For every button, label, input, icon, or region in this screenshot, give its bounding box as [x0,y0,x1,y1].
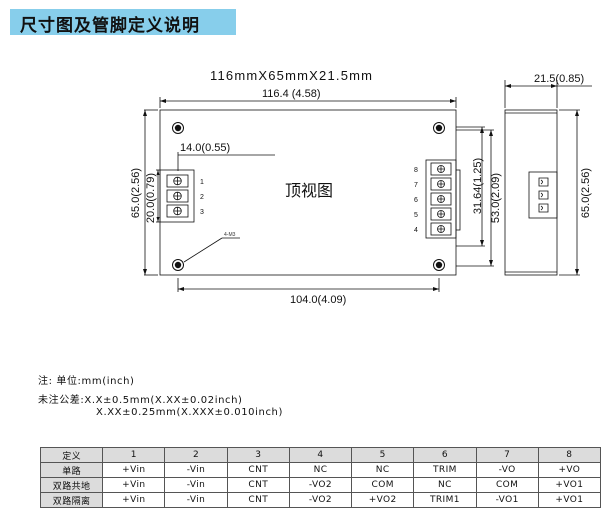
tolerance-note: 未注公差:X.X±0.5mm(X.XX±0.02inch) [38,395,243,406]
table-cell: +Vin [102,492,166,508]
table-header-cell: 5 [351,447,415,463]
hole-spacing-v-dimension: 53.0(2.09) [490,173,502,223]
table-cell: -Vin [164,492,228,508]
table-cell: -Vin [164,477,228,493]
hole-callout: 4-M3 [224,232,236,238]
table-cell: +VO [537,462,602,478]
section-title: 尺寸图及管脚定义说明 [20,16,200,36]
length-dimension: 116.4 (4.58) [262,88,321,100]
overall-size-label: 116mmX65mmX21.5mm [210,68,373,83]
table-cell: -VO1 [475,492,539,508]
pin-label: 1 [200,179,204,186]
table-cell: +Vin [102,477,166,493]
pin-label: 2 [200,194,204,201]
pin-label: 4 [414,227,418,234]
table-cell: CNT [226,492,290,508]
table-header-row: 定义 1 2 3 4 5 6 7 8 [39,447,602,463]
table-cell: +VO1 [537,477,602,493]
table-cell: -VO2 [288,477,353,493]
table-cell: +VO2 [351,492,415,508]
table-header-cell: 定义 [39,447,104,463]
table-cell: NC [351,462,415,478]
table-row: 双路共地 +Vin -Vin CNT -VO2 COM NC COM +VO1 [39,477,602,493]
row-header-cell: 单路 [39,462,104,478]
section-header: 尺寸图及管脚定义说明 [10,9,236,36]
table-row: 双路隔离 +Vin -Vin CNT -VO2 +VO2 TRIM1 -VO1 … [39,492,602,508]
row-header-cell: 双路隔离 [39,492,104,508]
table-header-cell: 8 [537,447,602,463]
table-header-cell: 2 [164,447,228,463]
table-cell: COM [475,477,539,493]
table-header-cell: 4 [288,447,353,463]
pin-label: 5 [414,212,418,219]
table-cell: -VO2 [288,492,353,508]
side-view-outline [504,109,558,276]
table-cell: NC [288,462,353,478]
left-terminal-block [159,169,195,223]
row-header-cell: 双路共地 [39,477,104,493]
pin-label: 7 [414,182,418,189]
table-row: 单路 +Vin -Vin CNT NC NC TRIM -VO +VO [39,462,602,478]
tolerance-note-2: X.XX±0.25mm(X.XXX±0.010inch) [96,407,283,418]
mounting-holes [172,122,445,271]
terminal-width-dimension: 14.0(0.55) [180,142,230,154]
terminal-block-dimension: 31.64(1.25) [472,158,484,214]
pin-label: 8 [414,167,418,174]
table-cell: -VO [475,462,539,478]
table-cell: CNT [226,477,290,493]
table-header-cell: 7 [475,447,539,463]
table-cell: -Vin [164,462,228,478]
height-side-dimension: 65.0(2.56) [580,168,592,218]
table-cell: TRIM [413,462,477,478]
unit-note: 注: 单位:mm(inch) [38,376,135,387]
table-cell: COM [351,477,415,493]
table-cell: NC [413,477,477,493]
height-left-dimension: 65.0(2.56) [130,168,142,218]
table-cell: CNT [226,462,290,478]
table-cell: TRIM1 [413,492,477,508]
pin-label: 3 [200,209,204,216]
table-header-cell: 1 [102,447,166,463]
top-view-label: 顶视图 [285,181,333,200]
table-cell: +Vin [102,462,166,478]
pin-label: 6 [414,197,418,204]
table-cell: +VO1 [537,492,602,508]
pin-definition-table: 定义 1 2 3 4 5 6 7 8 单路 +Vin -Vin CNT NC N… [39,447,602,508]
side-depth-dimension: 21.5(0.85) [534,73,584,85]
terminal-height-dimension: 20.0(0.79) [145,173,157,223]
table-header-cell: 6 [413,447,477,463]
table-header-cell: 3 [226,447,290,463]
hole-spacing-h-dimension: 104.0(4.09) [290,294,346,306]
